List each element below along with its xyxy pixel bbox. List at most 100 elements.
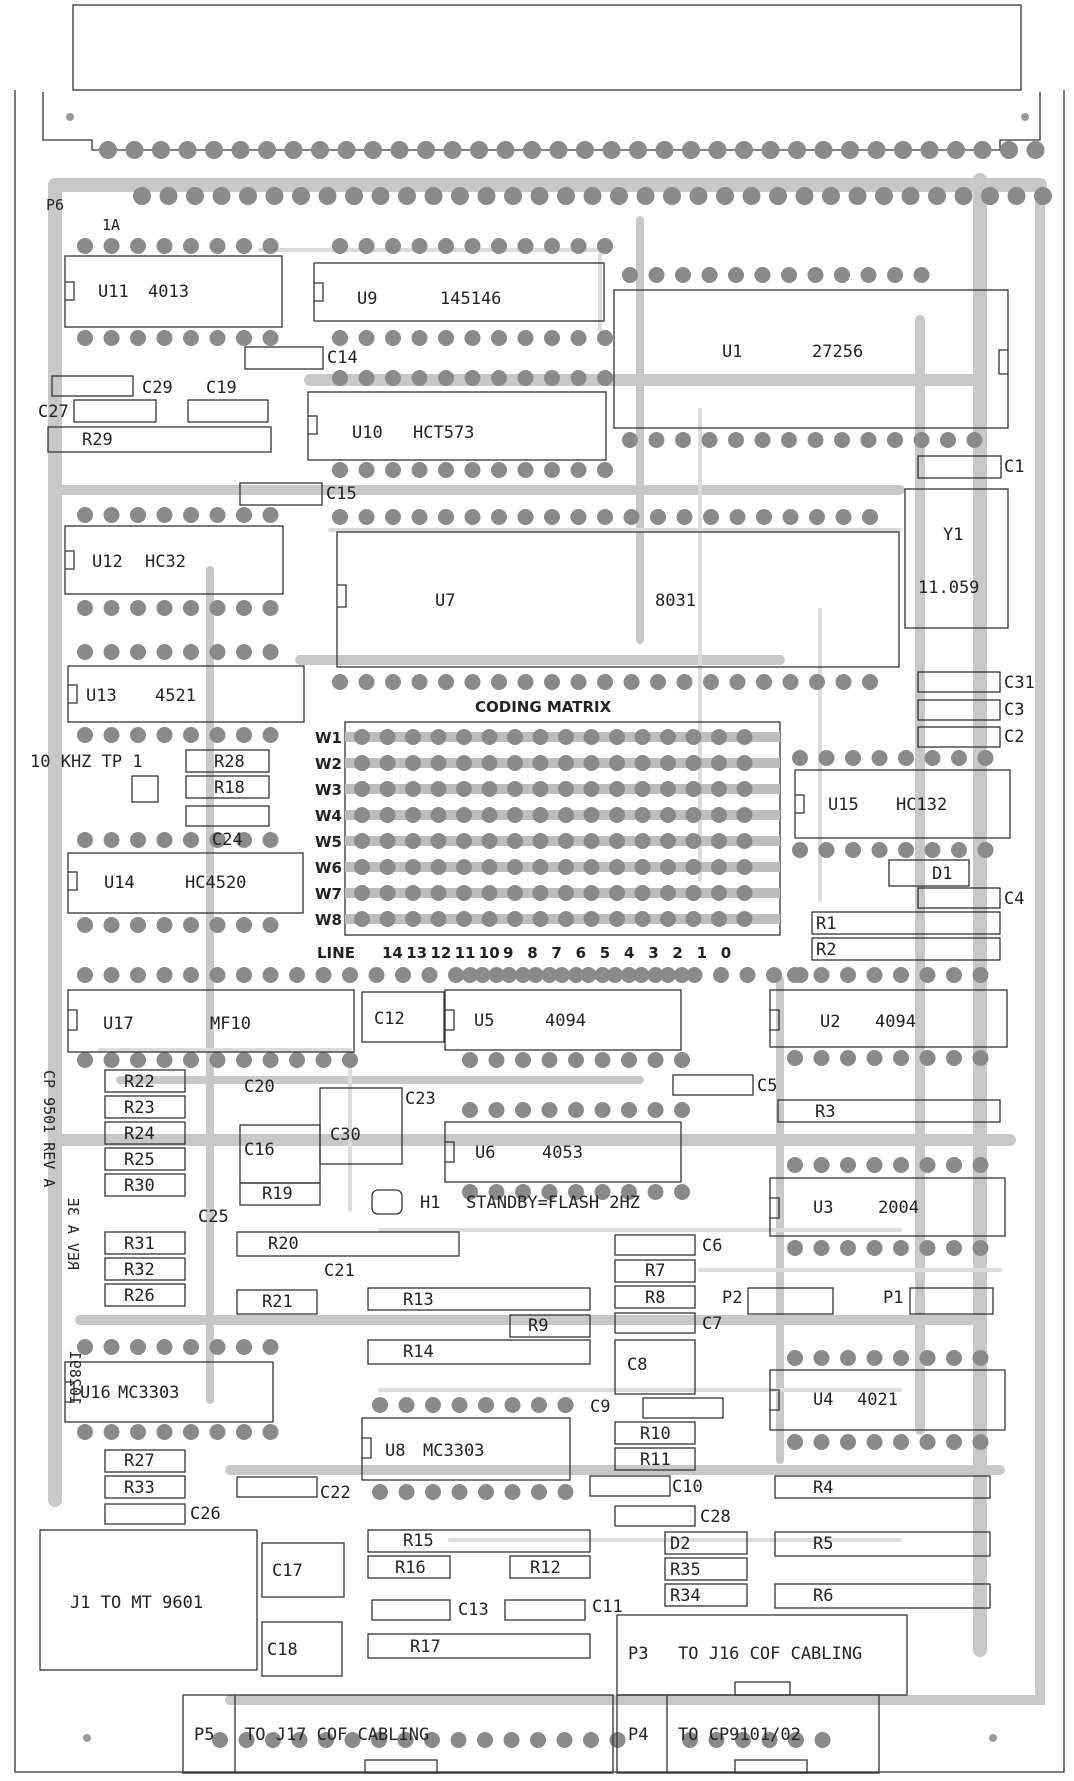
- matrix-pad: [430, 807, 447, 823]
- ic-u17: U17 MF10: [67, 989, 355, 1053]
- matrix-pad: [354, 755, 370, 771]
- matrix-pad: [558, 833, 574, 849]
- label-1a: 1A: [102, 216, 120, 234]
- matrix-pad: [405, 807, 421, 823]
- pad: [1000, 141, 1018, 159]
- pad: [515, 1052, 531, 1068]
- pad: [130, 330, 146, 346]
- pad: [77, 1052, 93, 1068]
- pad: [527, 967, 544, 983]
- c22-footprint: [236, 1476, 318, 1498]
- matrix-col-label: 7: [551, 944, 561, 962]
- pad: [622, 267, 638, 283]
- pad: [311, 141, 329, 159]
- matrix-pad: [711, 833, 727, 849]
- pad: [103, 1339, 120, 1355]
- pad: [682, 141, 700, 159]
- pad: [236, 1339, 252, 1355]
- pad: [156, 1052, 173, 1068]
- pad: [337, 141, 356, 159]
- matrix-pad: [405, 833, 421, 849]
- pad: [183, 644, 199, 660]
- pad: [840, 1240, 856, 1256]
- pad: [450, 1732, 467, 1748]
- matrix-pad: [609, 781, 625, 797]
- pad: [813, 1434, 830, 1450]
- ic-u13: U13 4521: [67, 665, 305, 723]
- pad: [332, 462, 348, 478]
- matrix-pad: [634, 781, 651, 797]
- pad: [448, 967, 464, 983]
- matrix-row-label: W4: [315, 807, 342, 825]
- pad: [818, 842, 835, 858]
- r34-label: R34: [670, 1586, 701, 1606]
- u16-ref: U16: [80, 1383, 111, 1403]
- pad: [576, 141, 594, 159]
- matrix-pad: [634, 729, 651, 745]
- r1-label: R1: [816, 914, 836, 934]
- r17-label: R17: [410, 1637, 441, 1657]
- pad: [125, 141, 144, 159]
- pad: [424, 1732, 440, 1748]
- pad: [541, 967, 558, 983]
- j1-label: J1 TO MT 9601: [70, 1593, 203, 1613]
- r26-label: R26: [124, 1286, 155, 1306]
- board-id-vertical: CP 9501 REV A REV A 3E 102891: [40, 1070, 84, 1405]
- pad: [424, 187, 443, 205]
- ic-u3: U3 2004: [769, 1177, 1006, 1237]
- pad: [597, 674, 613, 690]
- pad: [1034, 187, 1052, 205]
- pad: [77, 1424, 93, 1440]
- pad: [491, 674, 507, 690]
- pad: [504, 1484, 521, 1500]
- pad: [318, 187, 337, 205]
- pad: [708, 141, 727, 159]
- c31-footprint: [917, 671, 1001, 693]
- pad: [862, 509, 878, 525]
- matrix-pad: [430, 859, 447, 875]
- r31-footprint: [104, 1231, 186, 1255]
- pad: [813, 1240, 830, 1256]
- pad: [364, 141, 382, 159]
- matrix-pad: [481, 859, 498, 875]
- r21-label: R21: [262, 1292, 293, 1312]
- pad: [438, 238, 454, 254]
- pad: [358, 462, 375, 478]
- c3-label: C3: [1004, 700, 1024, 720]
- copper-traces: [48, 173, 1047, 1705]
- matrix-pad: [532, 807, 549, 823]
- pad: [583, 187, 602, 205]
- pad: [541, 1184, 558, 1200]
- c14-footprint: [244, 346, 324, 370]
- c29-footprint: [51, 375, 134, 397]
- matrix-pad: [456, 807, 472, 823]
- pad: [583, 1732, 599, 1748]
- matrix-pad: [660, 833, 676, 849]
- coding-matrix-title: CODING MATRIX: [475, 698, 612, 716]
- r25-label: R25: [124, 1150, 155, 1170]
- pad: [701, 432, 718, 448]
- pad: [787, 967, 803, 983]
- r8-footprint: [614, 1285, 696, 1309]
- pad: [818, 750, 835, 766]
- pad: [787, 1350, 803, 1366]
- pad: [655, 141, 674, 159]
- pad: [464, 674, 481, 690]
- pad: [515, 967, 531, 983]
- ic-u16: U16 MC3303: [64, 1361, 274, 1423]
- c19-label: C19: [206, 378, 237, 398]
- connector-p5: P5 TO J17 COF CABLING: [182, 1694, 614, 1774]
- pad: [756, 509, 772, 525]
- matrix-pad: [634, 911, 651, 927]
- pad: [130, 238, 146, 254]
- pad: [156, 507, 173, 523]
- pad: [344, 1732, 361, 1748]
- u4-ref: U4: [813, 1390, 833, 1410]
- pad: [754, 432, 771, 448]
- r23-label: R23: [124, 1098, 155, 1118]
- r7-label: R7: [645, 1261, 665, 1281]
- ic-u2: U2 4094: [769, 989, 1008, 1048]
- matrix-pad: [456, 781, 472, 797]
